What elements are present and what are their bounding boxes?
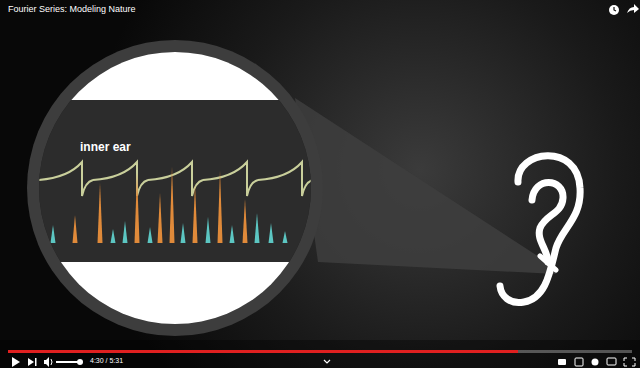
progress-track — [8, 350, 632, 353]
ear-icon — [500, 156, 580, 303]
player-icons — [558, 358, 635, 366]
volume-slider — [56, 361, 80, 363]
region-label: inner ear — [80, 140, 131, 154]
control-bar — [0, 340, 640, 368]
progress-played — [8, 350, 518, 353]
magnifier-outline — [25, 38, 325, 338]
next-icon — [28, 358, 37, 366]
volume-knob — [77, 359, 83, 365]
video-title: Fourier Series: Modeling Nature — [8, 4, 136, 14]
magnifier-circle: inner ear — [25, 38, 325, 338]
time-label: 4:30 / 5:31 — [90, 357, 123, 364]
clock-icon — [609, 5, 619, 15]
chevron-icon — [324, 360, 330, 363]
magnifier-wedge — [295, 98, 556, 274]
volume-icon — [44, 357, 49, 367]
play-icon — [12, 357, 20, 367]
share-icon — [627, 4, 639, 13]
